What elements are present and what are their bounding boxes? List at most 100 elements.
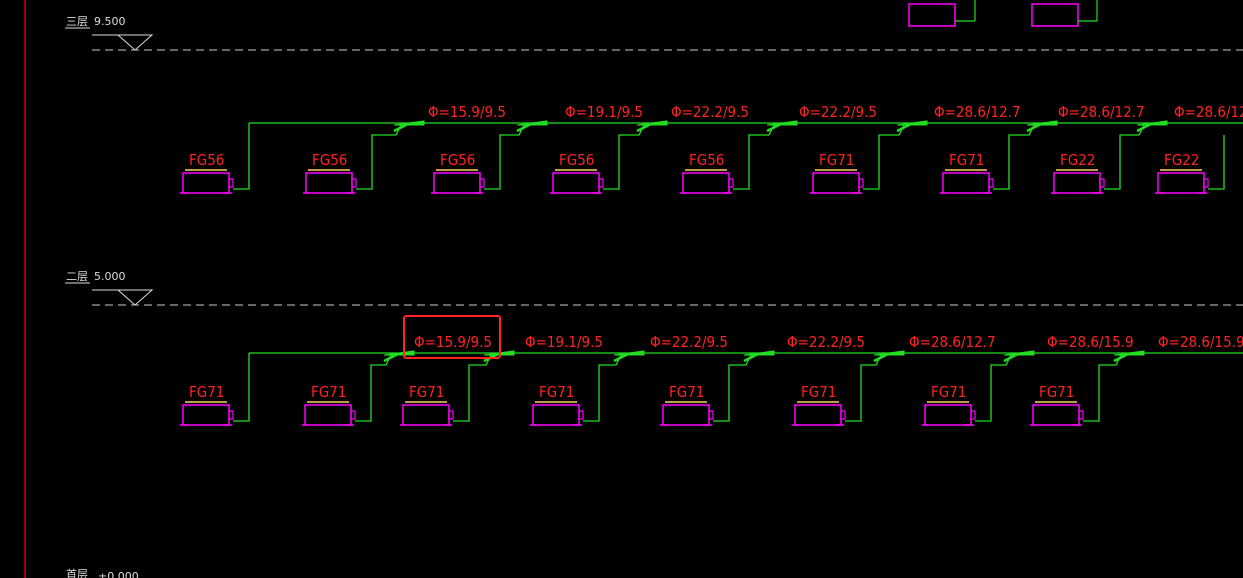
- unit-coil-connection: [350, 410, 356, 420]
- branch-joint-fitting: [873, 350, 905, 356]
- fan-coil-unit[interactable]: [1053, 172, 1101, 194]
- pipe-size-label: Φ=22.2/9.5: [650, 333, 728, 351]
- unit-coil-connection: [598, 178, 604, 188]
- branch-joint-tail: [636, 122, 652, 133]
- branch-joint-fitting: [636, 120, 668, 126]
- branch-joint-tail: [873, 352, 889, 363]
- pipe-size-label: Φ=22.2/9.5: [799, 103, 877, 121]
- branch-joint-fitting: [613, 350, 645, 356]
- fan-coil-unit-label: FG56: [689, 151, 724, 169]
- pipe-size-label: Φ=28.6/12: [1174, 103, 1243, 121]
- fan-coil-unit[interactable]: [305, 172, 353, 194]
- fan-coil-unit-label: FG22: [1164, 151, 1199, 169]
- branch-pipe: [233, 123, 250, 190]
- branch-joint-fitting: [1113, 350, 1145, 356]
- fan-coil-unit[interactable]: [942, 172, 990, 194]
- highlight-box: [403, 315, 501, 359]
- fan-coil-unit[interactable]: [402, 404, 450, 426]
- branch-joint-tail: [1003, 352, 1019, 363]
- branch-joint-fitting: [1136, 120, 1168, 126]
- fan-coil-unit-label: FG71: [189, 383, 224, 401]
- branch-joint-fitting: [743, 350, 775, 356]
- branch-joint-tail: [1113, 352, 1129, 363]
- fan-coil-unit-label: FG22: [1060, 151, 1095, 169]
- branch-pipe: [975, 352, 1013, 422]
- fan-coil-unit-partial: [908, 3, 956, 27]
- top-partial-units: [908, 0, 1098, 27]
- unit-coil-connection: [351, 178, 357, 188]
- branch-pipe: [453, 352, 493, 422]
- level-floor-label: 三层: [66, 15, 88, 28]
- level-elevation-label: 9.500: [94, 15, 126, 28]
- fan-coil-unit-label: FG71: [931, 383, 966, 401]
- fan-coil-unit-label: FG56: [559, 151, 594, 169]
- unit-coil-connection: [988, 178, 994, 188]
- fan-coil-unit-label: FG56: [312, 151, 347, 169]
- branch-joint-tail: [393, 122, 409, 133]
- branch-joint-tail: [743, 352, 759, 363]
- pipe-size-label: Φ=28.6/15.9: [1047, 333, 1134, 351]
- fan-coil-unit[interactable]: [662, 404, 710, 426]
- fan-coil-unit-label: FG71: [311, 383, 346, 401]
- unit-coil-connection: [840, 410, 846, 420]
- branch-joint-tail: [613, 352, 629, 363]
- level-marker-third: 三层 9.500: [65, 15, 154, 51]
- fan-coil-unit[interactable]: [532, 404, 580, 426]
- branch-pipe: [1208, 135, 1225, 190]
- pipe-size-label: Φ=28.6/12.7: [934, 103, 1021, 121]
- fan-coil-unit[interactable]: [924, 404, 972, 426]
- fan-coil-unit[interactable]: [794, 404, 842, 426]
- branch-joint-fitting: [766, 120, 798, 126]
- branch-pipe: [733, 122, 776, 190]
- unit-coil-connection: [1099, 178, 1105, 188]
- branch-joint-fitting: [1026, 120, 1058, 126]
- unit-coil-connection: [228, 410, 234, 420]
- level-marker-ground: 首层 ±0.000: [66, 567, 139, 578]
- branch-pipe: [484, 122, 526, 190]
- unit-coil-connection: [448, 410, 454, 420]
- fan-coil-unit-label: FG71: [409, 383, 444, 401]
- fan-coil-unit[interactable]: [182, 404, 230, 426]
- pipe-size-label: Φ=15.9/9.5: [428, 103, 506, 121]
- branch-joint-tail: [1136, 122, 1152, 133]
- branch-joint-fitting: [516, 120, 548, 126]
- branch-joint-tail: [383, 352, 399, 363]
- fan-coil-unit[interactable]: [1157, 172, 1205, 194]
- branch-pipe: [355, 352, 393, 422]
- branch-pipe: [233, 353, 250, 422]
- pipe-size-label: Φ=19.1/9.5: [525, 333, 603, 351]
- pipe-size-label: Φ=22.2/9.5: [787, 333, 865, 351]
- level-floor-label: 二层: [66, 270, 88, 283]
- level-elevation-label: 5.000: [94, 270, 126, 283]
- branch-joint-fitting: [896, 120, 928, 126]
- pipe-size-label: Φ=15.9/9.5: [414, 333, 492, 351]
- branch-joint-tail: [896, 122, 912, 133]
- fan-coil-unit[interactable]: [682, 172, 730, 194]
- unit-coil-connection: [970, 410, 976, 420]
- unit-coil-connection: [708, 410, 714, 420]
- fan-coil-unit-label: FG71: [819, 151, 854, 169]
- fan-coil-unit-label: FG71: [1039, 383, 1074, 401]
- unit-coil-connection: [1078, 410, 1084, 420]
- fan-coil-unit[interactable]: [812, 172, 860, 194]
- level-floor-label: 首层: [66, 567, 88, 578]
- fan-coil-unit-label: FG56: [440, 151, 475, 169]
- fan-coil-unit[interactable]: [552, 172, 600, 194]
- branch-pipe: [863, 122, 906, 190]
- branch-pipe: [356, 122, 403, 190]
- branch-pipe: [1104, 122, 1146, 190]
- fan-coil-unit[interactable]: [182, 172, 230, 194]
- fan-coil-unit[interactable]: [1032, 404, 1080, 426]
- unit-coil-connection: [1203, 178, 1209, 188]
- fan-coil-unit[interactable]: [433, 172, 481, 194]
- fan-coil-unit[interactable]: [304, 404, 352, 426]
- branch-pipe: [713, 352, 753, 422]
- pipe-size-label: Φ=28.6/12.7: [909, 333, 996, 351]
- level-elevation-label: ±0.000: [98, 570, 139, 578]
- fan-coil-unit-label: FG56: [189, 151, 224, 169]
- fan-coil-unit-label: FG71: [669, 383, 704, 401]
- branch-pipe: [583, 352, 623, 422]
- branch-joint-fitting: [1003, 350, 1035, 356]
- branch-pipe: [993, 122, 1036, 190]
